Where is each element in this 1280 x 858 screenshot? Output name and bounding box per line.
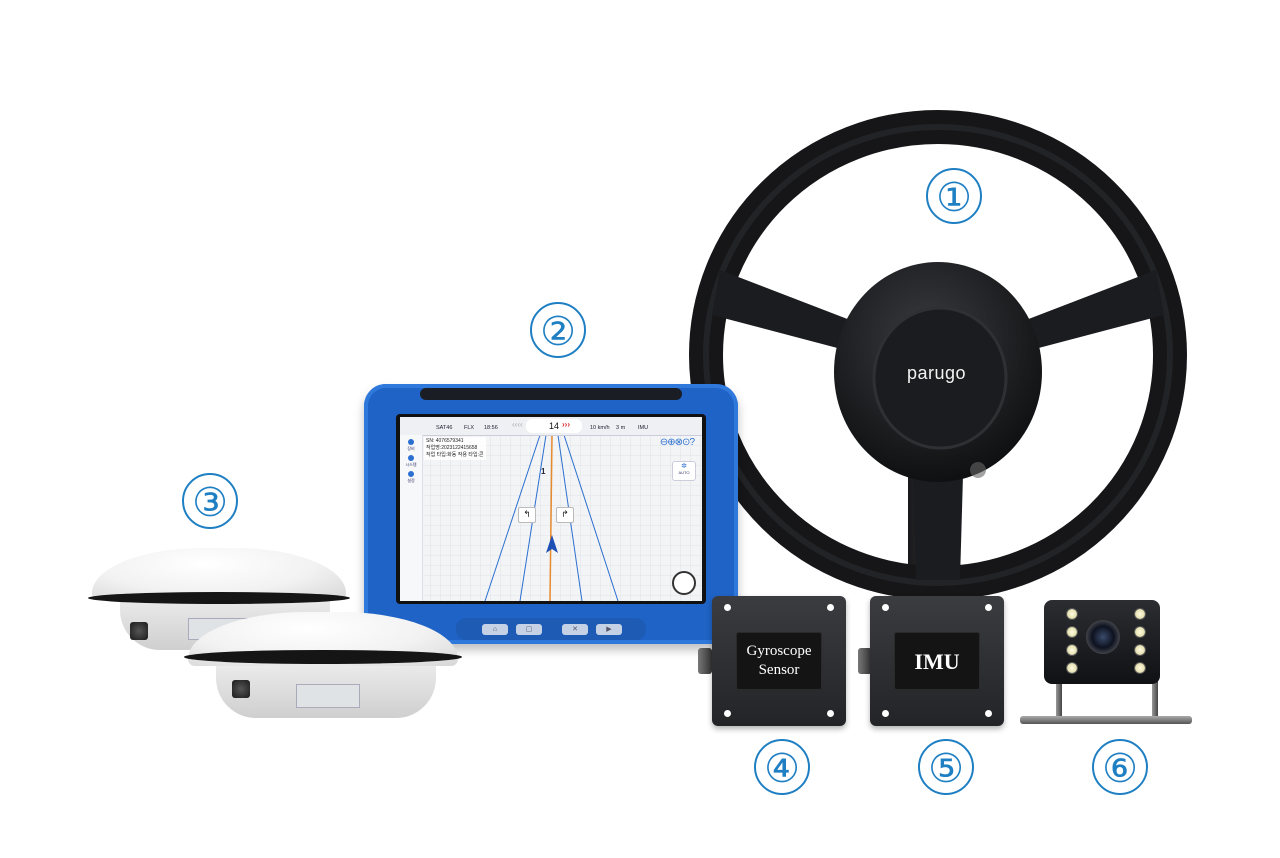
imu-label-plate: IMU (894, 632, 980, 690)
gyro-connector (698, 648, 712, 674)
status-sat: SAT46 (436, 425, 453, 431)
vehicle-arrow-icon (546, 535, 558, 553)
label-gyroscope: ④ (754, 739, 810, 795)
spoke-left (712, 270, 850, 350)
brand-logo-text: parugo (907, 363, 967, 383)
imu-connector (858, 648, 872, 674)
auto-button[interactable]: ✲AUTO (672, 461, 696, 481)
nav-item-settings[interactable]: 설정 (402, 471, 420, 484)
status-bar: SAT46 FLX 18:56 ‹‹‹‹ 14 ››› 10 km/h 3 m … (400, 417, 702, 436)
tablet-close-button[interactable]: ✕ (562, 624, 588, 635)
camera-lens-icon (1086, 620, 1120, 654)
turn-left-button[interactable]: ↰ (518, 507, 536, 523)
status-mode: IMU (638, 425, 649, 431)
label-camera: ⑥ (1092, 739, 1148, 795)
label-display: ② (530, 302, 586, 358)
lane-right-chevrons: ››› (562, 420, 570, 429)
guidance-map (400, 435, 702, 601)
hub-cap (872, 306, 1008, 450)
steering-wheel-icon[interactable] (672, 571, 696, 595)
zoom-tool-icons[interactable]: ⊖⊕⊗⊙? (659, 437, 695, 448)
job-info: SN: 4076579341 작업명:2023122415658 작업 타입:화… (424, 437, 486, 460)
nav-item-device[interactable]: 장비 (402, 439, 420, 452)
tablet-top-bar (420, 388, 682, 400)
lane-left-chevrons: ‹‹‹‹ (512, 420, 523, 429)
status-time: 18:56 (484, 425, 498, 431)
tablet-home-button[interactable]: ⌂ (482, 624, 508, 635)
lane-number: 1 (541, 467, 546, 476)
tablet-screen: SAT46 FLX 18:56 ‹‹‹‹ 14 ››› 10 km/h 3 m … (396, 414, 706, 604)
tablet-menu-button[interactable]: ▢ (516, 624, 542, 635)
spoke-right (1026, 270, 1164, 350)
label-imu: ⑤ (918, 739, 974, 795)
label-antenna: ③ (182, 473, 238, 529)
steering-wheel (689, 110, 1187, 610)
screen-side-nav: 장비 시스템 설정 (400, 435, 423, 601)
imu-sensor: IMU (870, 596, 1004, 726)
label-steering: ① (926, 168, 982, 224)
status-fix: FLX (464, 425, 475, 431)
status-speed: 10 km/h (590, 425, 610, 431)
lane-counter: 14 (526, 419, 582, 433)
turn-right-button[interactable]: ↱ (556, 507, 574, 523)
status-width: 3 m (616, 425, 626, 431)
tablet-play-button[interactable]: ▶ (596, 624, 622, 635)
nav-item-system[interactable]: 시스템 (402, 455, 420, 468)
display-tablet: SAT46 FLX 18:56 ‹‹‹‹ 14 ››› 10 km/h 3 m … (364, 384, 738, 644)
